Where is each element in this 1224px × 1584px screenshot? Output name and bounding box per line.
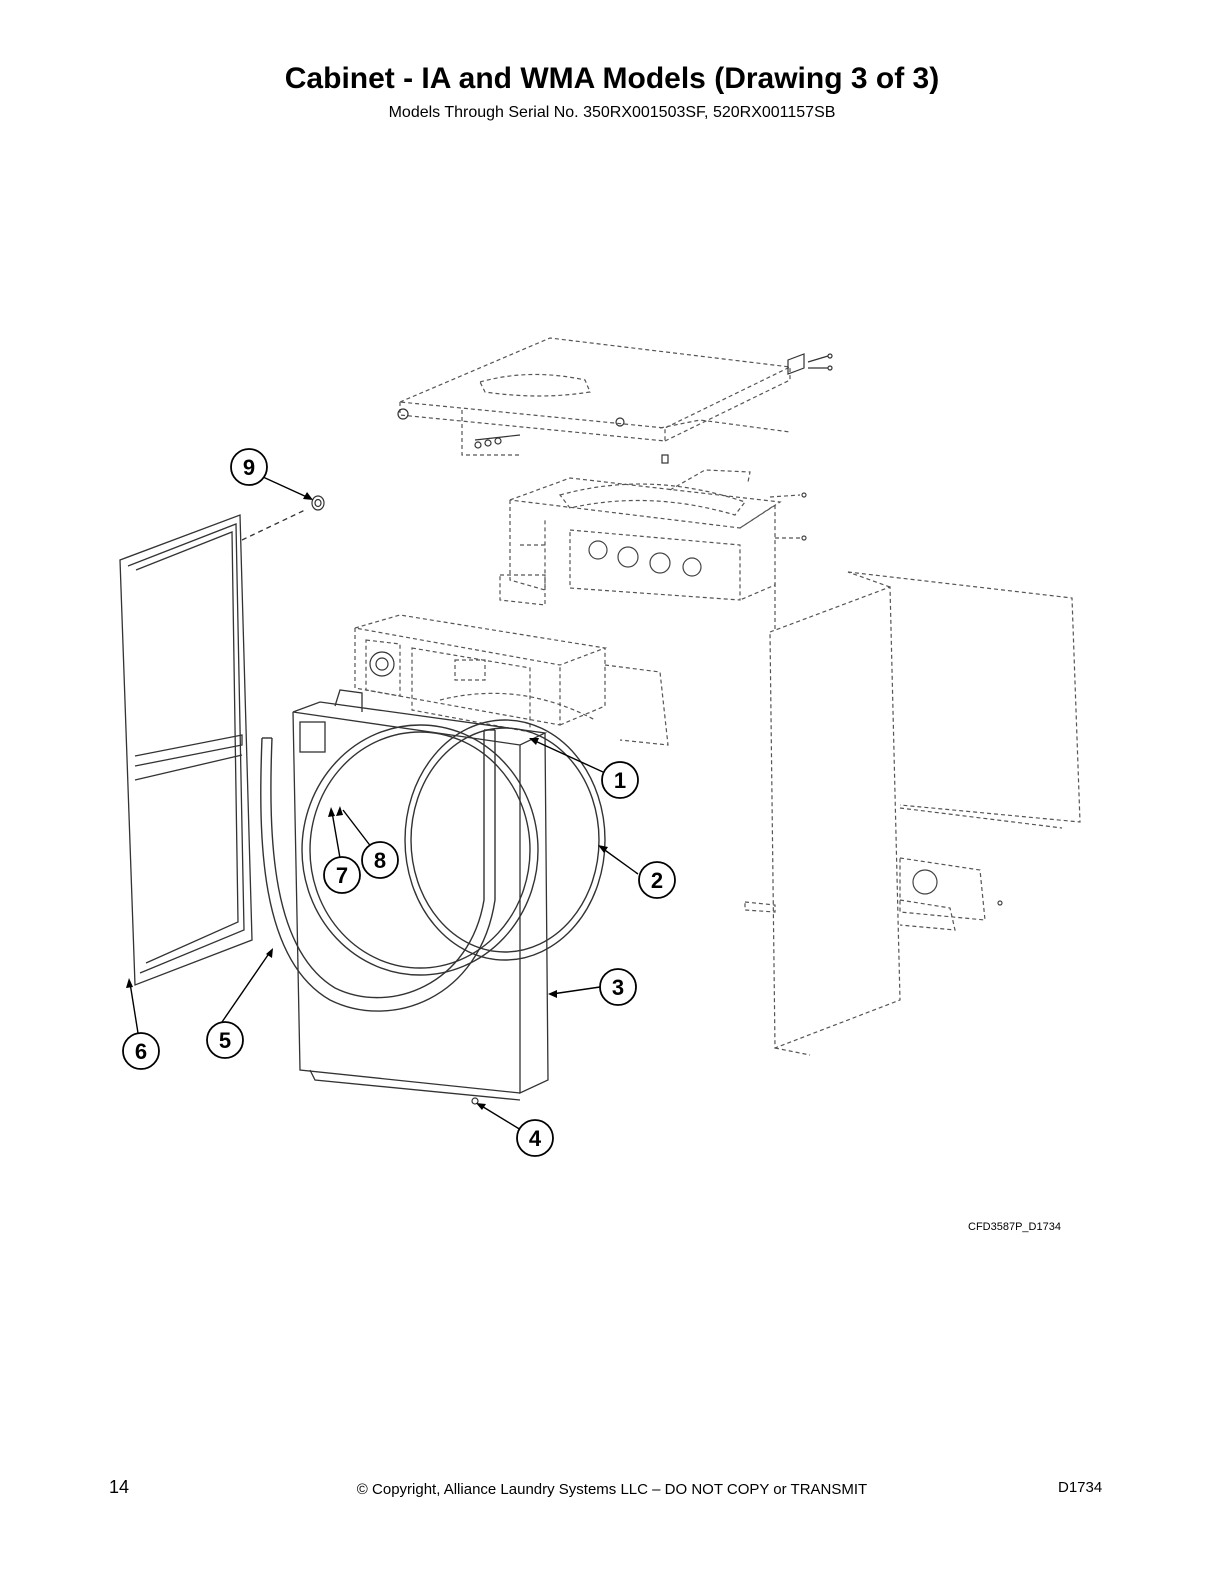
page-subtitle: Models Through Serial No. 350RX001503SF,…: [388, 104, 836, 121]
callout-1: 1: [601, 761, 639, 799]
cap-item-9: [311, 495, 325, 511]
callout-5: 5: [206, 1021, 244, 1059]
top-panel: [399, 337, 793, 456]
callout-label-8: 8: [374, 848, 386, 873]
callout-label-3: 3: [612, 975, 624, 1000]
callout-label-6: 6: [135, 1039, 147, 1064]
callout-label-2: 2: [651, 868, 663, 893]
callout-3: 3: [599, 968, 637, 1006]
callout-7: 7: [323, 856, 361, 894]
rear-cabinet-panel: [744, 571, 1081, 1056]
callout-label-7: 7: [336, 863, 348, 888]
upper-bracket-holes: [588, 492, 807, 577]
control-panel-assembly: [354, 614, 669, 746]
document-id: D1734: [1058, 1479, 1103, 1496]
callout-8: 8: [361, 841, 399, 879]
screw-item-4: [471, 1097, 479, 1105]
front-panel: [292, 689, 549, 1101]
front-gasket: [260, 729, 496, 1012]
page-number: 14: [109, 1477, 130, 1497]
leader-arrowheads: [126, 492, 608, 1110]
callout-2: 2: [638, 861, 676, 899]
side-door-frame: [119, 509, 306, 986]
callout-9: 9: [230, 448, 268, 486]
leader-lines: [129, 476, 639, 1131]
upper-bracket-assembly: [499, 469, 801, 606]
callout-4: 4: [516, 1119, 554, 1157]
callout-label-9: 9: [243, 455, 255, 480]
drawing-code: CFD3587P_D1734: [968, 1221, 1061, 1233]
page-title: Cabinet - IA and WMA Models (Drawing 3 o…: [284, 62, 940, 95]
copyright-notice: © Copyright, Alliance Laundry Systems LL…: [356, 1481, 868, 1498]
control-panel-knob: [369, 651, 395, 677]
callout-6: 6: [122, 1032, 160, 1070]
door-opening-rings: [301, 719, 606, 976]
rear-panel-hole: [912, 869, 1003, 906]
callout-label-5: 5: [219, 1028, 231, 1053]
callout-label-4: 4: [529, 1126, 542, 1151]
top-panel-fasteners: [397, 353, 833, 464]
callout-label-1: 1: [614, 768, 626, 793]
